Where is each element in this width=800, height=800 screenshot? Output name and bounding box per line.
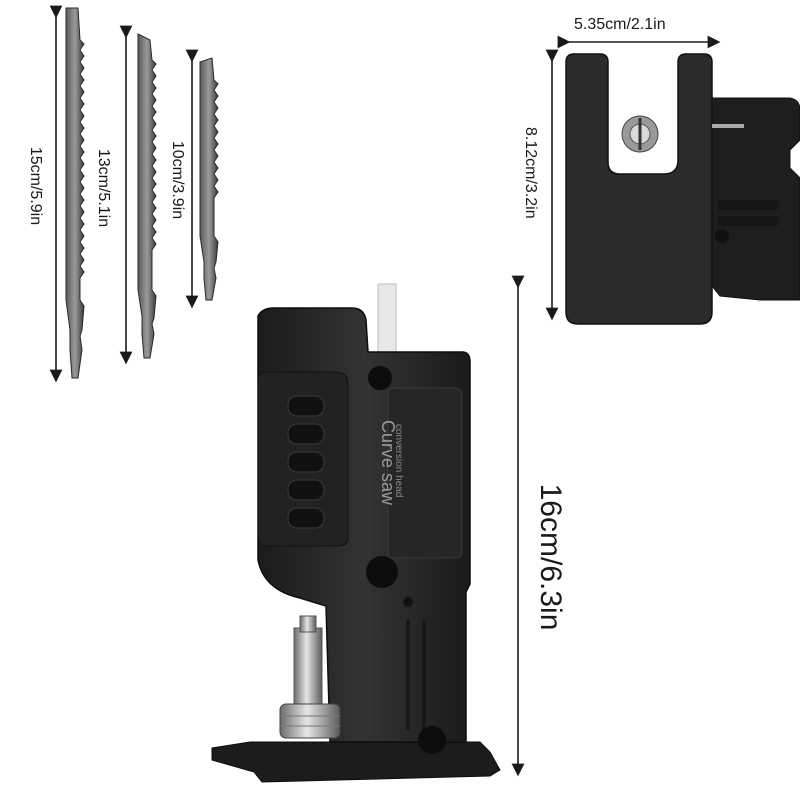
blade-mid-length-label: 13cm/5.1in — [95, 148, 112, 228]
attachment-height-label: 8.12cm/3.2in — [522, 127, 539, 219]
blade-short-length-label: 10cm/3.9in — [169, 140, 186, 220]
blade-long-length-label: 15cm/5.9in — [27, 146, 44, 226]
product-length-label: 16cm/6.3in — [534, 483, 567, 631]
blade-long — [65, 7, 85, 379]
saw-conversion-head — [211, 283, 501, 783]
head-subtitle-engraving: conversion head — [393, 424, 404, 498]
blade-dimension-lines — [49, 5, 199, 383]
attachment-dimension-lines — [545, 35, 721, 321]
attachment-width-label: 5.35cm/2.1in — [574, 16, 666, 33]
blade-mid — [137, 33, 157, 359]
attachment-detail — [565, 53, 800, 325]
blade-short — [199, 57, 219, 301]
